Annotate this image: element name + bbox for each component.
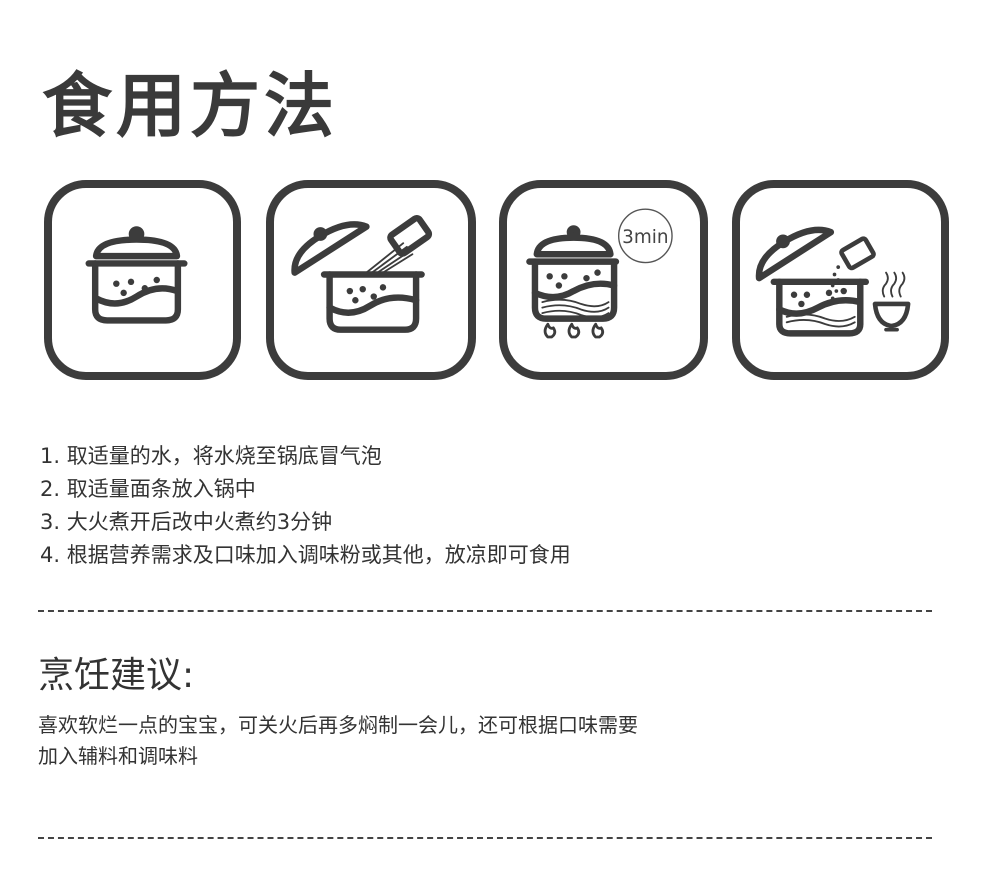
- timer-label: 3min: [622, 227, 668, 248]
- divider: [38, 610, 932, 612]
- season-serve-icon: [755, 226, 911, 337]
- tips-line: 喜欢软烂一点的宝宝，可关火后再多焖制一会儿，还可根据口味需要: [38, 713, 638, 737]
- divider: [38, 837, 932, 839]
- steps-list: 1. 取适量的水，将水烧至锅底冒气泡 2. 取适量面条放入锅中 3. 大火煮开后…: [40, 440, 571, 572]
- boiling-pot-icon: [85, 226, 188, 324]
- step-4-card: [732, 180, 949, 380]
- cook-timer-icon: 3min: [526, 208, 673, 339]
- tips-line: 加入辅料和调味料: [38, 744, 198, 768]
- step-1-card: [44, 180, 241, 380]
- step-3-card: 3min: [499, 180, 708, 380]
- step-item: 1. 取适量的水，将水烧至锅底冒气泡: [40, 444, 382, 468]
- step-2-card: [266, 180, 476, 380]
- tips-heading: 烹饪建议:: [38, 655, 195, 696]
- add-noodles-icon: [291, 214, 433, 333]
- tips-text: 喜欢软烂一点的宝宝，可关火后再多焖制一会儿，还可根据口味需要 加入辅料和调味料: [38, 710, 638, 772]
- step-item: 2. 取适量面条放入锅中: [40, 477, 256, 501]
- step-item: 4. 根据营养需求及口味加入调味粉或其他，放凉即可食用: [40, 543, 571, 567]
- step-item: 3. 大火煮开后改中火煮约3分钟: [40, 510, 333, 534]
- page-title: 食用方法: [42, 65, 338, 147]
